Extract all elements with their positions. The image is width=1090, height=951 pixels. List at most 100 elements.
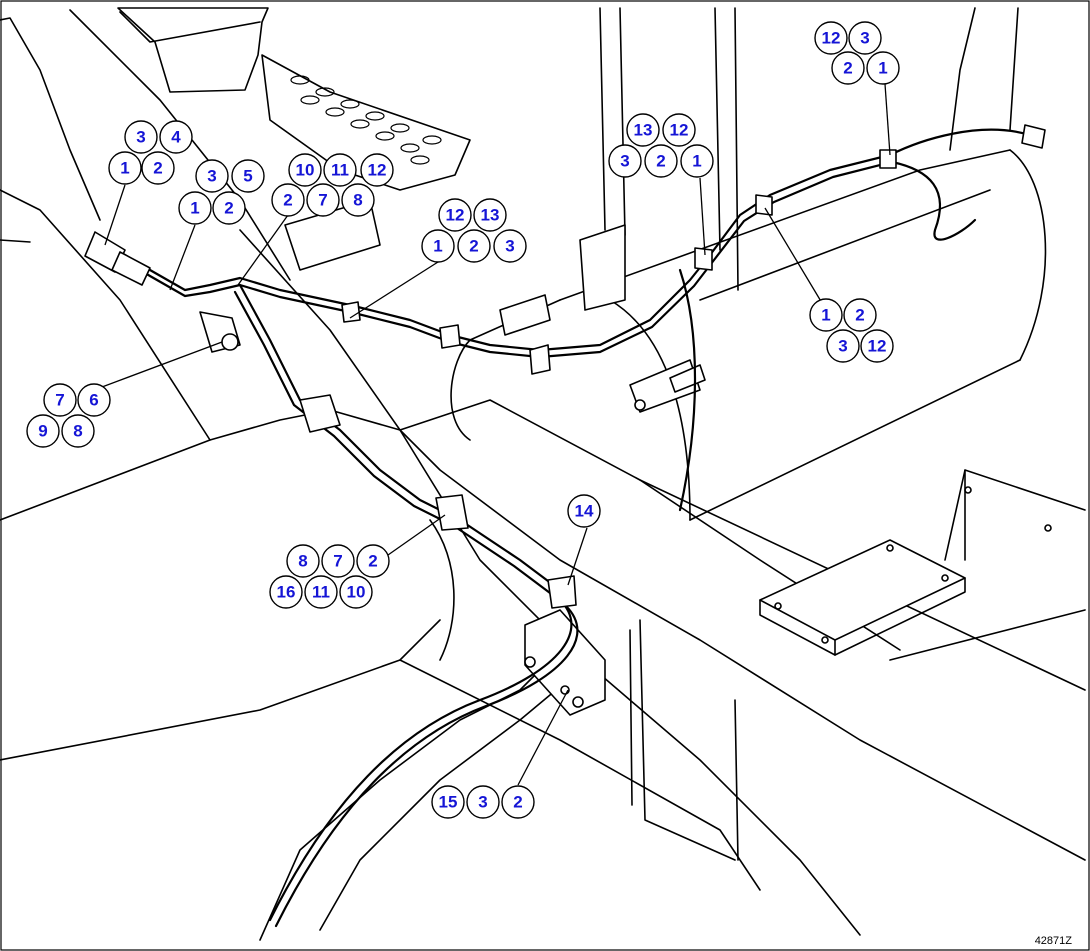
svg-text:1: 1 — [878, 59, 887, 78]
callout-group-g8: 7 6 9 8 — [26, 383, 111, 448]
svg-text:11: 11 — [331, 161, 349, 180]
callout-bubble: 3 — [466, 785, 500, 819]
svg-text:5: 5 — [243, 167, 252, 186]
svg-text:3: 3 — [136, 128, 145, 147]
callout-bubble: 8 — [61, 414, 95, 448]
svg-text:2: 2 — [283, 191, 292, 210]
svg-text:2: 2 — [855, 306, 864, 325]
callout-bubble: 14 — [567, 494, 601, 528]
callout-bubble: 2 — [141, 151, 175, 185]
callout-bubble: 2 — [501, 785, 535, 819]
callout-bubble: 3 — [608, 144, 642, 178]
callout-group-g3: 10 11 12 2 7 8 — [271, 153, 394, 217]
callout-bubble: 13 — [626, 113, 660, 147]
callout-group-g10: 8 7 2 16 11 10 — [269, 544, 390, 609]
svg-text:3: 3 — [478, 793, 487, 812]
svg-text:10: 10 — [347, 583, 366, 602]
svg-text:9: 9 — [38, 422, 47, 441]
svg-text:6: 6 — [89, 391, 98, 410]
callout-bubble: 16 — [269, 575, 303, 609]
callout-bubble: 1 — [680, 144, 714, 178]
svg-text:16: 16 — [277, 583, 296, 602]
svg-text:2: 2 — [368, 552, 377, 571]
callout-bubble: 1 — [809, 298, 843, 332]
callout-bubble: 12 — [814, 21, 848, 55]
callout-bubble: 2 — [356, 544, 390, 578]
svg-text:12: 12 — [446, 206, 465, 225]
callout-bubble: 9 — [26, 414, 60, 448]
callout-bubble: 2 — [457, 229, 491, 263]
svg-text:3: 3 — [505, 237, 514, 256]
callout-bubble: 12 — [860, 329, 894, 363]
svg-text:2: 2 — [513, 793, 522, 812]
svg-text:14: 14 — [575, 502, 594, 521]
svg-text:3: 3 — [207, 167, 216, 186]
svg-text:1: 1 — [190, 199, 199, 218]
svg-text:3: 3 — [838, 337, 847, 356]
callout-bubble: 3 — [848, 21, 882, 55]
callout-bubble: 15 — [431, 785, 465, 819]
svg-text:2: 2 — [469, 237, 478, 256]
svg-text:13: 13 — [481, 206, 500, 225]
svg-text:4: 4 — [171, 128, 181, 147]
callout-bubble: 8 — [286, 544, 320, 578]
callout-group-g9: 14 — [567, 494, 601, 528]
svg-text:12: 12 — [368, 161, 387, 180]
callout-group-g5: 13 12 3 2 1 — [608, 113, 714, 178]
callout-bubble: 12 — [662, 113, 696, 147]
callout-bubble: 12 — [438, 198, 472, 232]
svg-text:13: 13 — [634, 121, 653, 140]
svg-text:1: 1 — [692, 152, 701, 171]
svg-text:12: 12 — [868, 337, 887, 356]
svg-text:2: 2 — [843, 59, 852, 78]
callout-bubble: 2 — [212, 191, 246, 225]
svg-text:10: 10 — [296, 161, 315, 180]
callout-group-g1: 3 4 1 2 — [108, 120, 193, 185]
callout-bubble: 3 — [124, 120, 158, 154]
callout-bubble: 2 — [831, 51, 865, 85]
svg-text:12: 12 — [670, 121, 689, 140]
callout-bubble: 12 — [360, 153, 394, 187]
svg-text:2: 2 — [153, 159, 162, 178]
machine-structure — [0, 7, 1086, 941]
svg-text:7: 7 — [318, 191, 327, 210]
callout-bubble: 4 — [159, 120, 193, 154]
svg-text:3: 3 — [620, 152, 629, 171]
callout-bubble: 10 — [288, 153, 322, 187]
svg-text:2: 2 — [656, 152, 665, 171]
svg-text:12: 12 — [822, 29, 841, 48]
callouts: 3 4 1 2 3 5 1 2 10 11 12 2 7 8 12 13 1 2… — [26, 21, 900, 819]
callout-bubble: 11 — [304, 575, 338, 609]
callout-bubble: 3 — [195, 159, 229, 193]
svg-text:8: 8 — [298, 552, 307, 571]
callout-bubble: 13 — [473, 198, 507, 232]
callout-group-g7: 1 2 3 12 — [809, 298, 894, 363]
callout-bubble: 6 — [77, 383, 111, 417]
svg-text:8: 8 — [353, 191, 362, 210]
callout-bubble: 7 — [306, 183, 340, 217]
drawing-number: 42871Z — [1034, 935, 1072, 947]
callout-bubble: 3 — [493, 229, 527, 263]
callout-group-g4: 12 13 1 2 3 — [421, 198, 527, 263]
leader-lines — [93, 83, 891, 786]
svg-text:3: 3 — [860, 29, 869, 48]
callout-bubble: 8 — [341, 183, 375, 217]
callout-bubble: 2 — [644, 144, 678, 178]
svg-text:8: 8 — [73, 422, 82, 441]
callout-bubble: 2 — [843, 298, 877, 332]
callout-bubble: 1 — [178, 191, 212, 225]
svg-text:15: 15 — [439, 793, 458, 812]
callout-bubble: 5 — [231, 159, 265, 193]
callout-bubble: 1 — [421, 229, 455, 263]
callout-bubble: 1 — [866, 51, 900, 85]
callout-bubble: 11 — [323, 153, 357, 187]
callout-bubble: 2 — [271, 183, 305, 217]
callout-group-g11: 15 3 2 — [431, 785, 535, 819]
callout-bubble: 3 — [826, 329, 860, 363]
svg-text:7: 7 — [333, 552, 342, 571]
svg-text:1: 1 — [120, 159, 129, 178]
callout-bubble: 7 — [321, 544, 355, 578]
callout-group-g6: 12 3 2 1 — [814, 21, 900, 85]
